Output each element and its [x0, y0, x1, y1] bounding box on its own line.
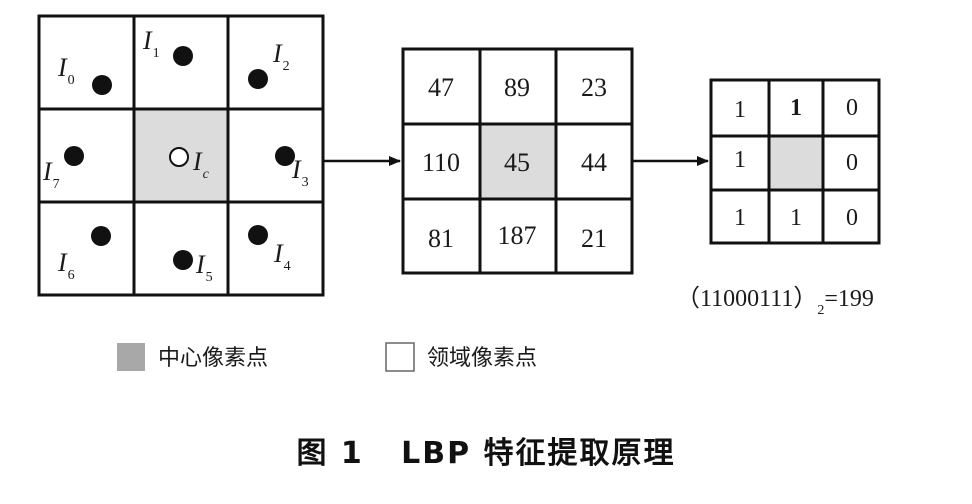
value-cell: 81: [428, 224, 454, 253]
binary-cell: 1: [790, 95, 802, 121]
value-cell: 89: [504, 73, 530, 102]
label-i6: I6: [57, 248, 75, 283]
decimal-result: =199: [824, 286, 874, 312]
value-center-cell: [480, 124, 556, 199]
pixel-dot-i4: [248, 225, 268, 245]
pixel-dot-i0: [92, 75, 112, 95]
label-ic: Ic: [192, 147, 210, 182]
binary-center-cell: [769, 136, 823, 190]
legend-neighbor-swatch: [385, 342, 415, 372]
value-cell: 187: [498, 221, 537, 250]
binary-cell: 0: [846, 95, 858, 121]
pixel-dot-i3: [275, 146, 295, 166]
binary-base: 2: [817, 303, 825, 318]
binary-cell: 0: [846, 150, 858, 176]
binary-cell: 0: [846, 205, 858, 231]
pixel-dot-i5: [173, 250, 193, 270]
label-i3: I3: [291, 155, 309, 190]
pixel-dot-i6: [91, 226, 111, 246]
legend-center-swatch: [117, 343, 145, 371]
label-i7: I7: [42, 157, 60, 192]
binary-cell: 1: [790, 205, 802, 231]
pixel-value-grid: 47 89 23 110 45 44 81 187 21: [401, 47, 634, 275]
figure-number: 图 1: [296, 436, 364, 471]
pixel-dot-i2: [248, 69, 268, 89]
binary-pattern-grid: 1 1 0 1 0 1 1 0: [709, 78, 881, 245]
binary-cell: 1: [734, 97, 746, 123]
value-cell: 23: [581, 73, 607, 102]
legend-neighbor-label: 领域像素点: [427, 346, 538, 371]
label-i1: I1: [142, 26, 160, 61]
neighborhood-grid: I0 I1 I2 I7 Ic I3 I6 I5 I4: [37, 14, 325, 297]
label-i4: I4: [273, 239, 291, 274]
label-i5: I5: [195, 250, 213, 285]
lbp-result-formula: （11000111）2=199: [676, 278, 874, 319]
label-i2: I2: [272, 39, 290, 74]
value-cell: 44: [581, 148, 607, 177]
figure-caption: 图 1 LBP 特征提取原理: [0, 428, 972, 472]
value-cell: 45: [504, 148, 530, 177]
figure-title: LBP 特征提取原理: [401, 436, 676, 471]
value-cell: 47: [428, 73, 454, 102]
legend-center-label: 中心像素点: [158, 346, 269, 371]
binary-cell: 1: [734, 147, 746, 173]
label-i0: I0: [57, 53, 75, 88]
binary-code: （11000111）: [676, 286, 818, 312]
binary-cell: 1: [734, 205, 746, 231]
pixel-dot-i7: [64, 146, 84, 166]
pixel-dot-center: [169, 147, 189, 167]
value-cell: 110: [422, 148, 460, 177]
value-cell: 21: [581, 224, 607, 253]
pixel-dot-i1: [173, 46, 193, 66]
